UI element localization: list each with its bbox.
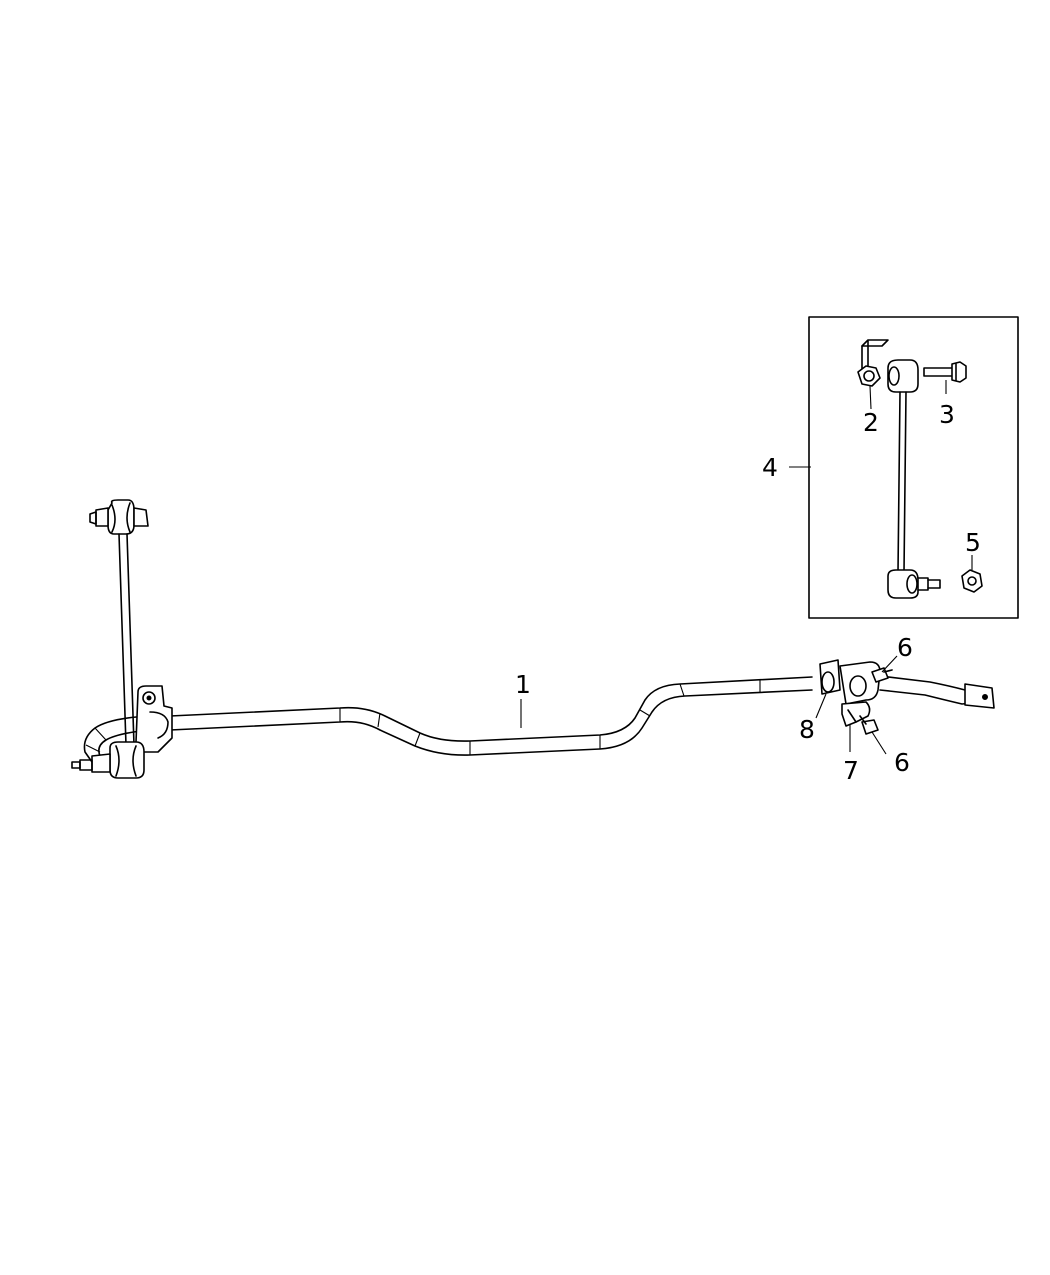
callout-7: 7 (843, 756, 859, 785)
nut-part-5 (961, 569, 983, 593)
callout-1: 1 (515, 670, 531, 699)
callout-6-upper: 6 (897, 633, 913, 662)
leader-lines (520, 380, 973, 755)
right-bushing-bracket (819, 659, 893, 735)
callout-3: 3 (939, 400, 955, 429)
nut-part-2 (857, 339, 889, 387)
left-stabilizer-link (71, 499, 149, 779)
callout-8: 8 (799, 715, 815, 744)
callout-4: 4 (762, 453, 778, 482)
bolt-part-3 (923, 361, 967, 383)
left-bushing-bracket (135, 685, 173, 753)
kit-stabilizer-link (887, 359, 941, 599)
callout-6-lower: 6 (894, 748, 910, 777)
callout-2: 2 (863, 408, 879, 437)
callout-5: 5 (965, 528, 981, 557)
link-kit-inset (808, 316, 1019, 619)
stabilizer-bar (83, 675, 995, 765)
callouts: 1 2 3 4 5 6 6 7 8 (515, 400, 981, 785)
